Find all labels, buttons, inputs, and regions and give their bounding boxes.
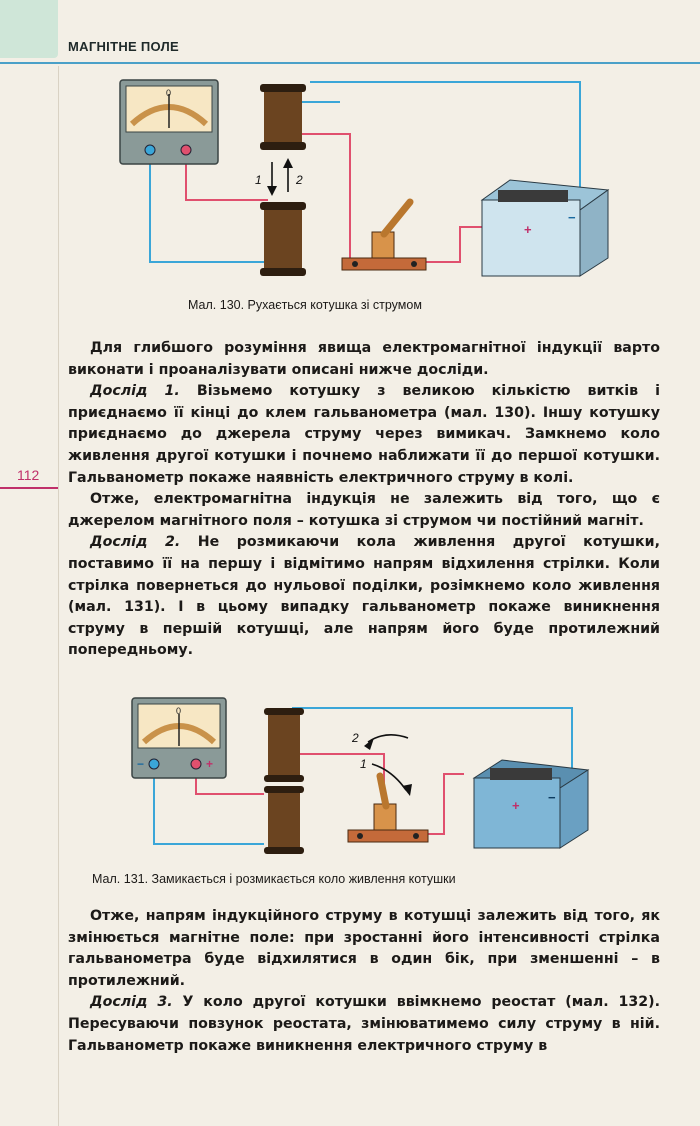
paragraph-4: Дослід 2. Не розмикаючи кола живлення др… — [68, 532, 660, 662]
battery-minus-label: − — [548, 790, 556, 805]
text-block-bottom: Отже, напрям індукційного струму в котуш… — [68, 906, 660, 1057]
battery-icon — [480, 179, 610, 277]
battery-minus-label: − — [568, 210, 576, 225]
paragraph-2: Дослід 1. Візьмемо котушку з великою кіл… — [68, 381, 660, 489]
experiment-2-text: Не розмикаючи кола живлення другої котуш… — [68, 534, 661, 659]
corner-tab — [0, 0, 58, 58]
switch-icon — [347, 772, 429, 843]
experiment-1-text: Візьмемо котушку з великою кількістю вит… — [68, 383, 660, 486]
paragraph-1: Для глибшого розуміння явища електромагн… — [68, 340, 660, 378]
meter-zero-label: 0 — [176, 706, 181, 716]
header-title: МАГНІТНЕ ПОЛЕ — [68, 39, 180, 54]
arrow-label-1: 1 — [255, 173, 262, 187]
experiment-1-label: Дослід 1. — [90, 383, 180, 400]
figure-130-illustration: 0 1 2 — [119, 79, 610, 277]
margin-line — [58, 66, 59, 1126]
experiment-3-label: Дослід 3. — [90, 994, 173, 1011]
meter-plus-label: + — [206, 757, 213, 771]
paragraph-5: Отже, напрям індукційного струму в котуш… — [68, 908, 660, 989]
arrow-label-1: 1 — [360, 757, 367, 771]
paragraph-6: Дослід 3. У коло другої котушки ввімкнем… — [68, 992, 660, 1057]
galvanometer-icon — [119, 79, 219, 165]
figure-130: 0 1 2 — [110, 72, 630, 292]
galvanometer-icon — [131, 697, 227, 779]
lower-coil-icon — [260, 202, 306, 276]
arrow-label-2: 2 — [295, 173, 303, 187]
experiment-2-label: Дослід 2. — [90, 534, 181, 551]
arrow-label-2: 2 — [351, 731, 359, 745]
header-rule — [0, 62, 700, 64]
upper-coil-icon — [260, 84, 306, 150]
paragraph-3: Отже, електромагнітна індукція не залежи… — [68, 491, 660, 529]
meter-zero-label: 0 — [166, 88, 171, 98]
experiment-3-text: У коло другої котушки ввімкнемо реостат … — [68, 994, 660, 1054]
figure-131: 0 − + 2 1 + — [124, 694, 594, 864]
lower-coil-icon — [264, 786, 304, 854]
upper-coil-icon — [264, 708, 304, 782]
battery-plus-label: + — [512, 798, 520, 813]
page-header: МАГНІТНЕ ПОЛЕ — [0, 30, 700, 64]
page-number: 112 — [17, 467, 40, 483]
figure-130-caption: Мал. 130. Рухається котушка зі струмом — [188, 298, 422, 312]
battery-icon — [472, 759, 590, 849]
meter-minus-label: − — [137, 757, 144, 771]
page-number-rule — [0, 487, 58, 489]
switch-icon — [341, 198, 427, 271]
figure-131-illustration: 0 − + 2 1 + — [131, 697, 590, 854]
battery-plus-label: + — [524, 222, 532, 237]
text-block-top: Для глибшого розуміння явища електромагн… — [68, 338, 660, 662]
figure-131-caption: Мал. 131. Замикається і розмикається кол… — [92, 872, 456, 886]
